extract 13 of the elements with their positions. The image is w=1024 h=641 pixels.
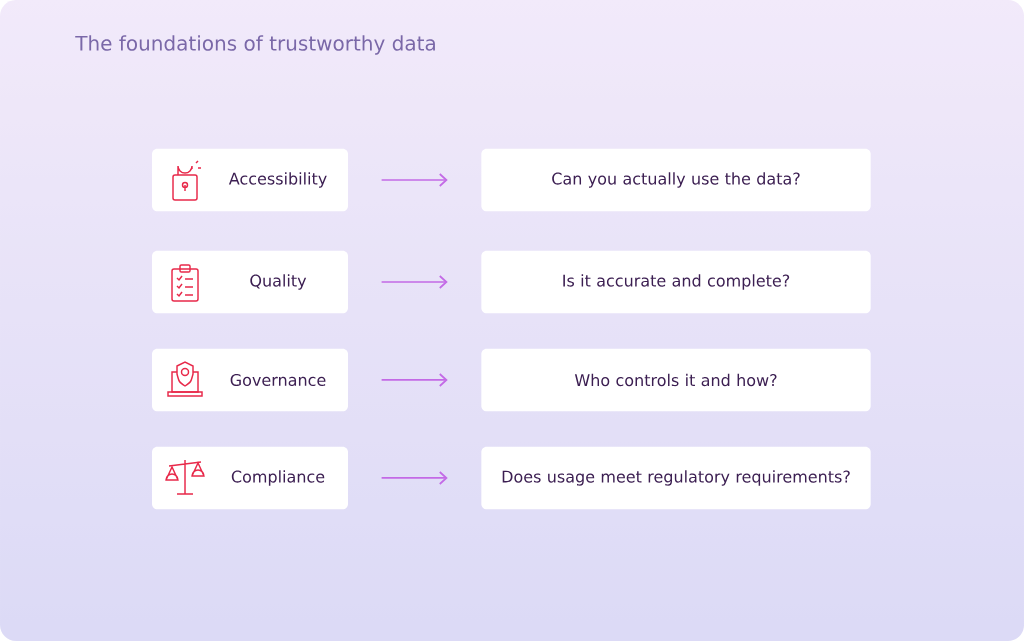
arrow [380, 275, 448, 289]
arrow [380, 373, 448, 387]
arrow [380, 173, 448, 187]
question-box: Does usage meet regulatory requirements? [481, 446, 871, 510]
category-box: Compliance [152, 446, 348, 510]
question-box: Is it accurate and complete? [481, 250, 871, 314]
category-box: Accessibility [152, 148, 348, 212]
category-box: Governance [152, 348, 348, 412]
question-box: Who controls it and how? [481, 348, 871, 412]
category-box: Quality [152, 250, 348, 314]
title: The foundations of trustworthy data [75, 35, 435, 55]
question-box: Can you actually use the data? [481, 148, 871, 212]
arrow [380, 471, 448, 485]
